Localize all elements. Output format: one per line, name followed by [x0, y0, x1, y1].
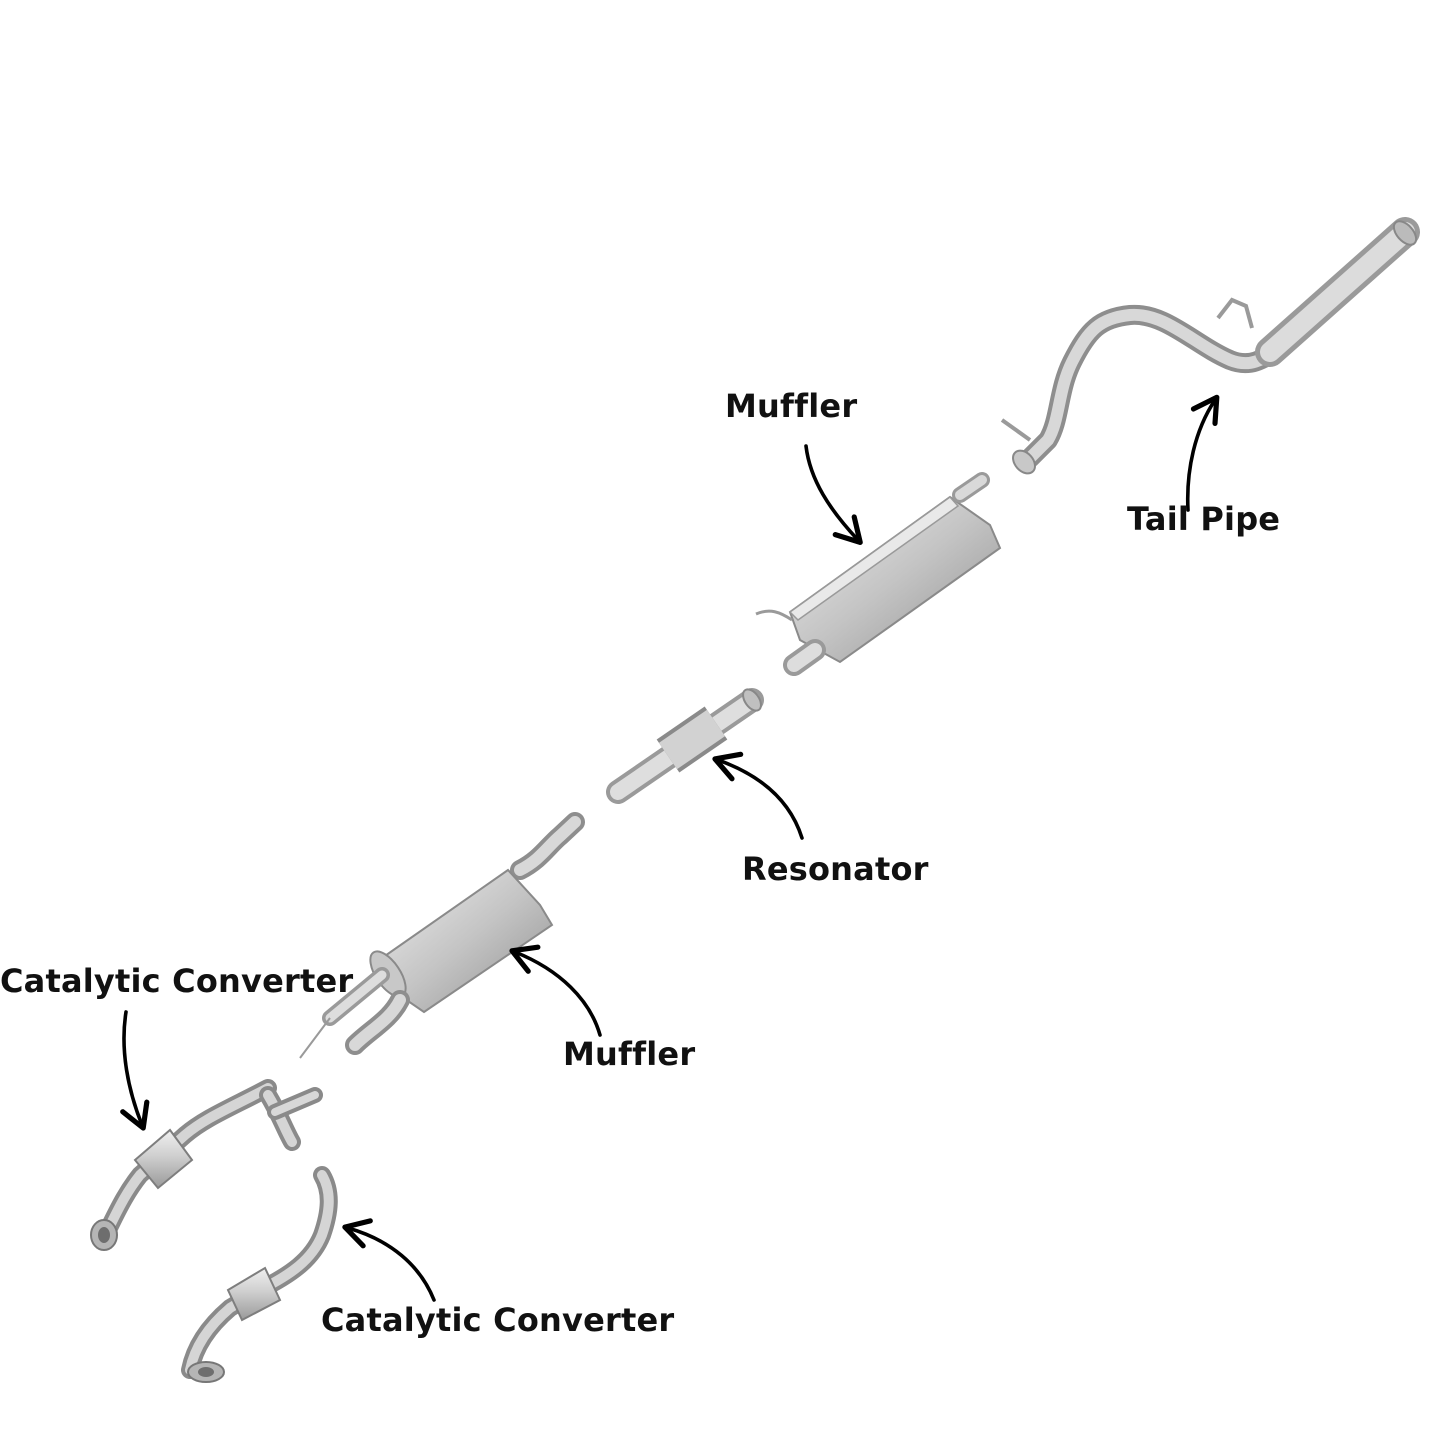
tail-pipe-part [1000, 217, 1420, 475]
callout-arrows [120, 394, 1220, 1302]
arrow-resonator [712, 751, 804, 840]
arrow-muffler-front [509, 944, 602, 1037]
rear-muffler-part [755, 472, 1002, 676]
front-muffler-part [299, 812, 585, 1059]
label-catalytic-converter-left: Catalytic Converter [0, 962, 354, 1000]
label-muffler-rear: Muffler [725, 387, 858, 425]
lower-catalytic-converter-part [181, 1166, 338, 1383]
arrow-tail-pipe [1185, 394, 1220, 512]
arrow-muffler-rear [804, 444, 863, 545]
label-tail-pipe: Tail Pipe [1127, 500, 1281, 538]
arrow-catalytic-left [120, 1010, 150, 1131]
label-catalytic-converter-right: Catalytic Converter [321, 1301, 675, 1339]
resonator-part [606, 688, 764, 804]
label-muffler-front: Muffler [563, 1035, 696, 1073]
upper-catalytic-converter-part [90, 1079, 323, 1251]
arrow-catalytic-right [342, 1218, 436, 1302]
label-resonator: Resonator [742, 850, 929, 888]
